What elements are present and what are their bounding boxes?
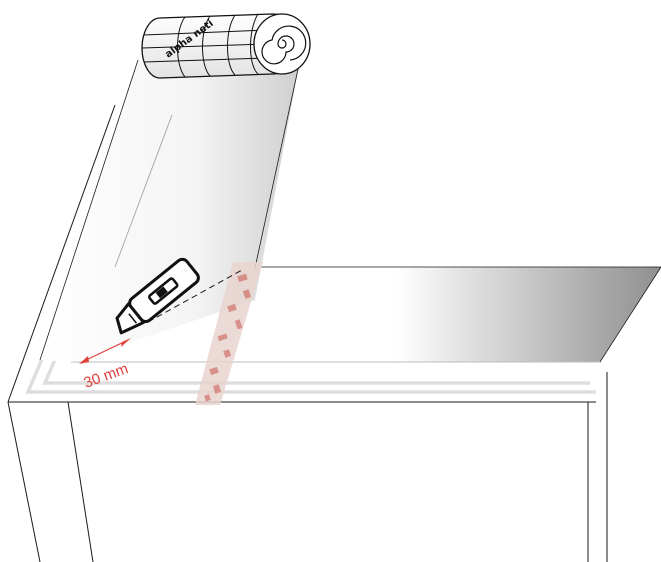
cabinet-left-edge	[7, 401, 41, 562]
utility-knife-icon	[115, 257, 200, 335]
tape-print-marks	[204, 273, 252, 402]
dimension-arrowhead-start	[79, 356, 89, 364]
adhesive-tape	[195, 262, 263, 405]
cabinet-top-left-edge	[7, 104, 116, 403]
roll-spiral	[261, 25, 307, 65]
dimension-arrowhead-end	[121, 338, 131, 347]
film-sheet-up-right-edge	[254, 59, 301, 269]
dimension-arrow-line	[81, 339, 129, 363]
film-sheet-up-left-edge	[39, 59, 139, 361]
roll-grid	[141, 13, 269, 78]
cut-guide-line	[147, 269, 243, 323]
film-roll: alpha neti	[141, 13, 311, 79]
film-sheet-up-inner-edge	[114, 114, 173, 268]
cabinet-door-edge	[67, 401, 94, 562]
roll-end	[253, 13, 311, 75]
